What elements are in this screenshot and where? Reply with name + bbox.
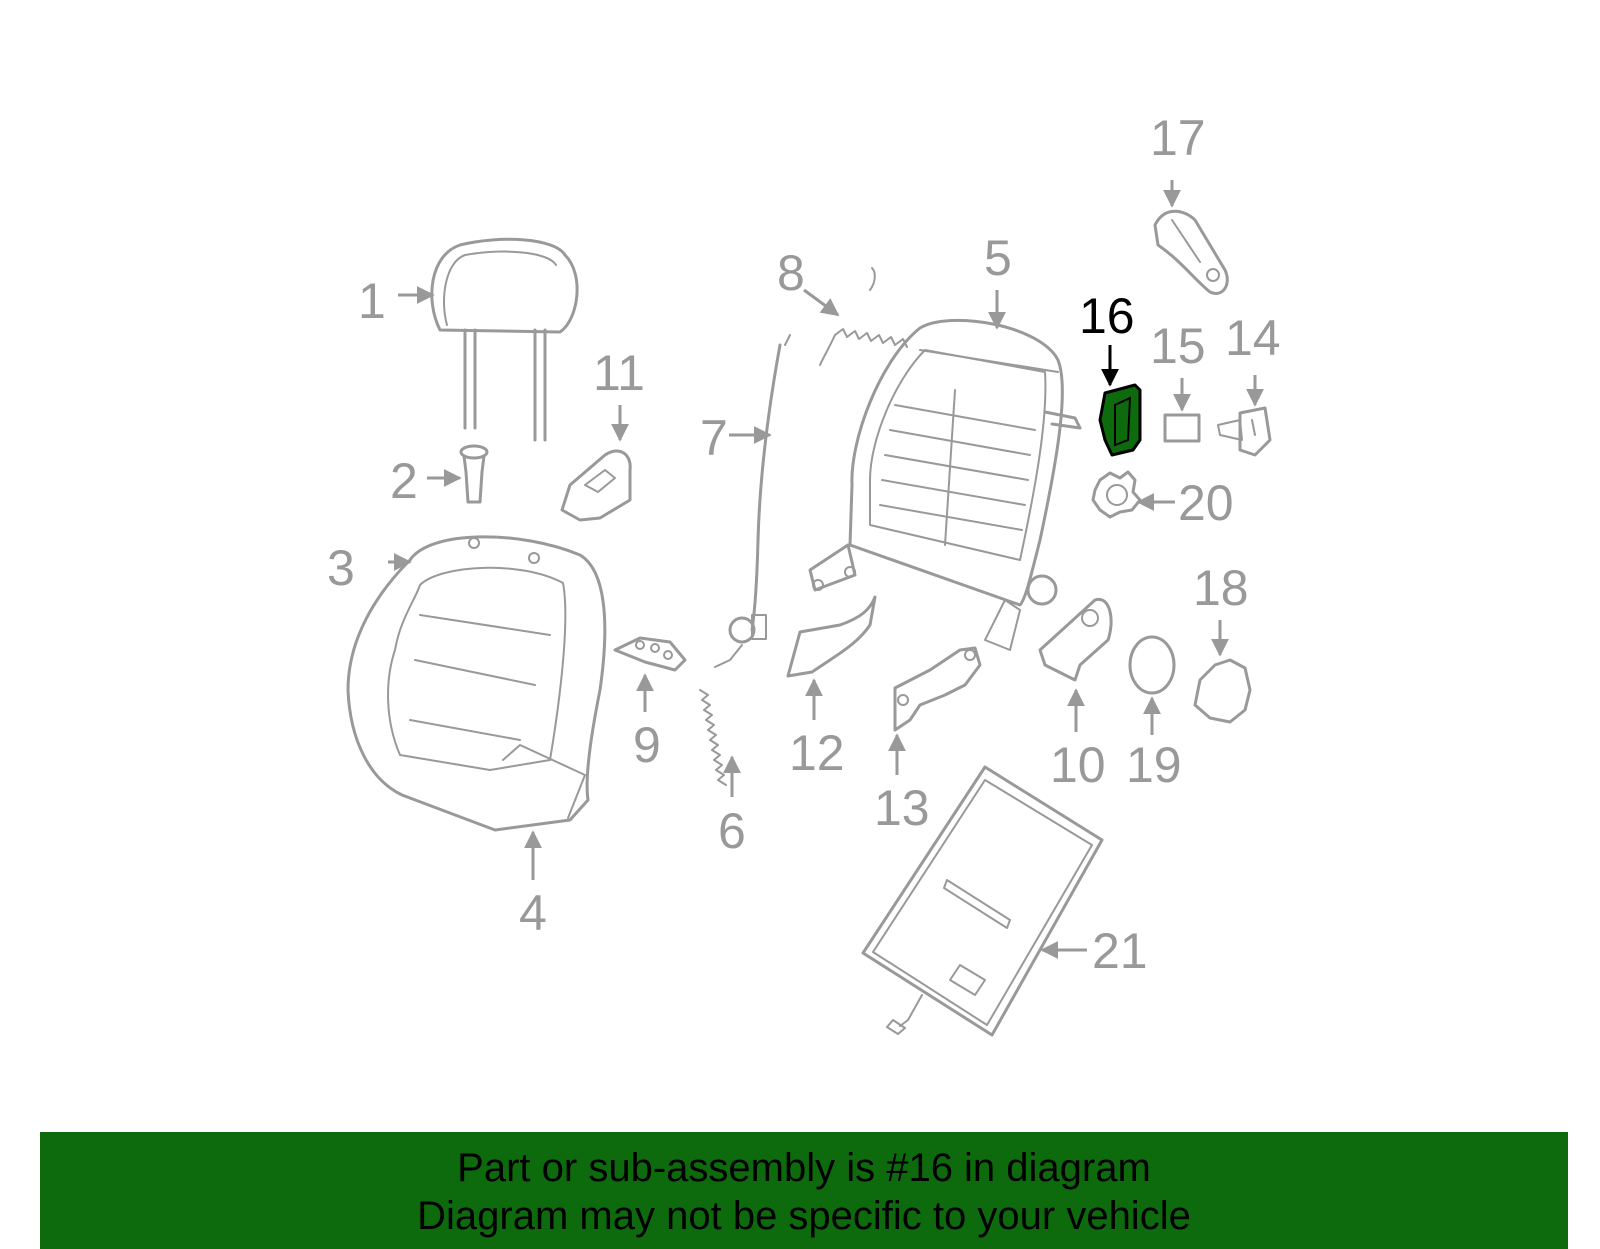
part-14-knob[interactable] bbox=[1217, 406, 1272, 457]
callout-9[interactable]: 9 bbox=[633, 717, 661, 773]
part-11-bracket[interactable] bbox=[560, 449, 632, 522]
callout-17[interactable]: 17 bbox=[1150, 110, 1206, 166]
callout-20[interactable]: 20 bbox=[1178, 475, 1234, 531]
callout-14[interactable]: 14 bbox=[1225, 310, 1281, 366]
part-20-gear[interactable] bbox=[1091, 470, 1142, 519]
callout-19[interactable]: 19 bbox=[1126, 737, 1182, 793]
leader-arrows bbox=[388, 180, 1264, 959]
part-18-knob[interactable] bbox=[1193, 658, 1252, 724]
callout-15[interactable]: 15 bbox=[1150, 318, 1206, 374]
part-10-bracket[interactable] bbox=[1038, 597, 1113, 682]
callout-8[interactable]: 8 bbox=[777, 245, 805, 301]
part-8-spring[interactable] bbox=[819, 267, 908, 366]
info-banner: Part or sub-assembly is #16 in diagram D… bbox=[40, 1132, 1568, 1249]
callout-13[interactable]: 13 bbox=[874, 780, 930, 836]
part-19-ring[interactable] bbox=[1128, 635, 1176, 695]
callout-labels: 1 2 3 4 5 6 7 8 9 10 11 12 13 14 15 16 1… bbox=[327, 110, 1281, 979]
callout-6[interactable]: 6 bbox=[718, 803, 746, 859]
part-21-heater-pad[interactable] bbox=[861, 765, 1104, 1037]
callout-5[interactable]: 5 bbox=[984, 230, 1012, 286]
callout-16-highlighted[interactable]: 16 bbox=[1079, 288, 1135, 344]
callout-1[interactable]: 1 bbox=[358, 273, 386, 329]
part-3-seatback-cover[interactable] bbox=[346, 535, 607, 832]
callout-12[interactable]: 12 bbox=[789, 725, 845, 781]
callout-18[interactable]: 18 bbox=[1193, 560, 1249, 616]
part-5-seatback-frame[interactable] bbox=[808, 318, 1082, 607]
part-17-handle[interactable] bbox=[1153, 209, 1229, 295]
callout-11[interactable]: 11 bbox=[593, 345, 645, 401]
banner-line-2: Diagram may not be specific to your vehi… bbox=[417, 1194, 1191, 1238]
callout-2[interactable]: 2 bbox=[390, 453, 418, 509]
part-7-cable[interactable] bbox=[714, 334, 791, 668]
callout-4[interactable]: 4 bbox=[519, 885, 547, 941]
part-1-headrest[interactable] bbox=[430, 237, 579, 442]
banner-line-1: Part or sub-assembly is #16 in diagram bbox=[457, 1146, 1151, 1190]
callout-7[interactable]: 7 bbox=[700, 410, 728, 466]
part-6-spring[interactable] bbox=[699, 689, 727, 786]
part-15-clip[interactable] bbox=[1163, 413, 1201, 443]
callout-3[interactable]: 3 bbox=[327, 540, 355, 596]
part-12-trim[interactable] bbox=[786, 595, 877, 678]
part-13-bracket[interactable] bbox=[893, 599, 1021, 732]
part-9-bracket[interactable] bbox=[613, 636, 687, 672]
callout-10[interactable]: 10 bbox=[1050, 737, 1106, 793]
callout-21[interactable]: 21 bbox=[1092, 923, 1148, 979]
part-2-guide-sleeve[interactable] bbox=[459, 444, 489, 504]
part-16-cover-highlighted[interactable] bbox=[1098, 383, 1142, 457]
